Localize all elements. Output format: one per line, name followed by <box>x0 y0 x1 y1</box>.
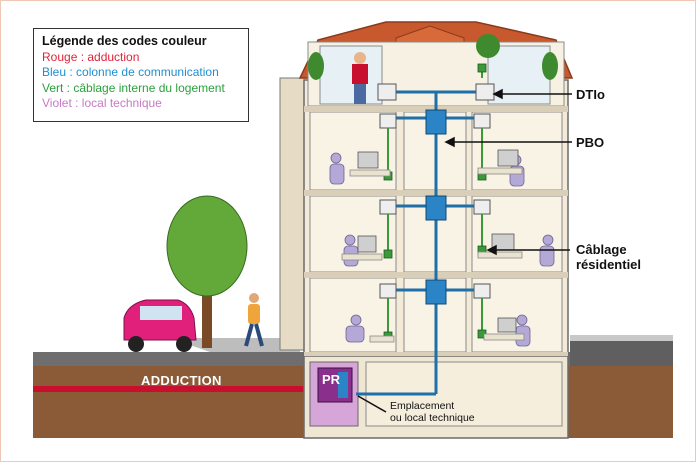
label-pbo: PBO <box>576 135 605 150</box>
tree-icon <box>166 195 248 348</box>
legend-item-blue: Bleu : colonne de communication <box>42 65 219 79</box>
pedestrian-icon <box>244 293 264 347</box>
label-cablage-line1: Câblage <box>576 242 627 257</box>
top-window-left <box>319 45 383 105</box>
legend-item-red: Rouge : adduction <box>42 49 140 64</box>
legend-item-violet: Violet : local technique <box>42 96 162 110</box>
label-pr: PR <box>322 372 341 387</box>
resident-balcony <box>352 52 368 104</box>
label-pointers <box>357 88 572 413</box>
road-right <box>570 340 673 366</box>
computer-icon <box>357 149 519 333</box>
pr-box-blue <box>338 372 348 398</box>
color-legend: Légende des codes couleur Rouge : adduct… <box>33 28 249 122</box>
label-emplacement-line2: ou local technique <box>390 412 475 424</box>
legend-title: Légende des codes couleur <box>42 34 207 48</box>
furniture <box>341 167 525 343</box>
plants <box>308 34 558 80</box>
car-icon <box>123 299 197 352</box>
label-dtio: DTIo <box>576 87 605 102</box>
label-adduction: ADDUCTION <box>141 373 222 388</box>
label-cablage-line2: résidentiel <box>576 257 642 272</box>
dtio-boxes <box>377 83 495 299</box>
adduction-cable <box>33 386 323 392</box>
sidewalk-right <box>570 335 673 341</box>
label-emplacement: Emplacement ou local technique <box>390 400 475 424</box>
pbo-boxes <box>425 109 447 305</box>
label-emplacement-line1: Emplacement <box>390 400 455 412</box>
legend-item-green: Vert : câblage interne du logement <box>42 80 225 95</box>
